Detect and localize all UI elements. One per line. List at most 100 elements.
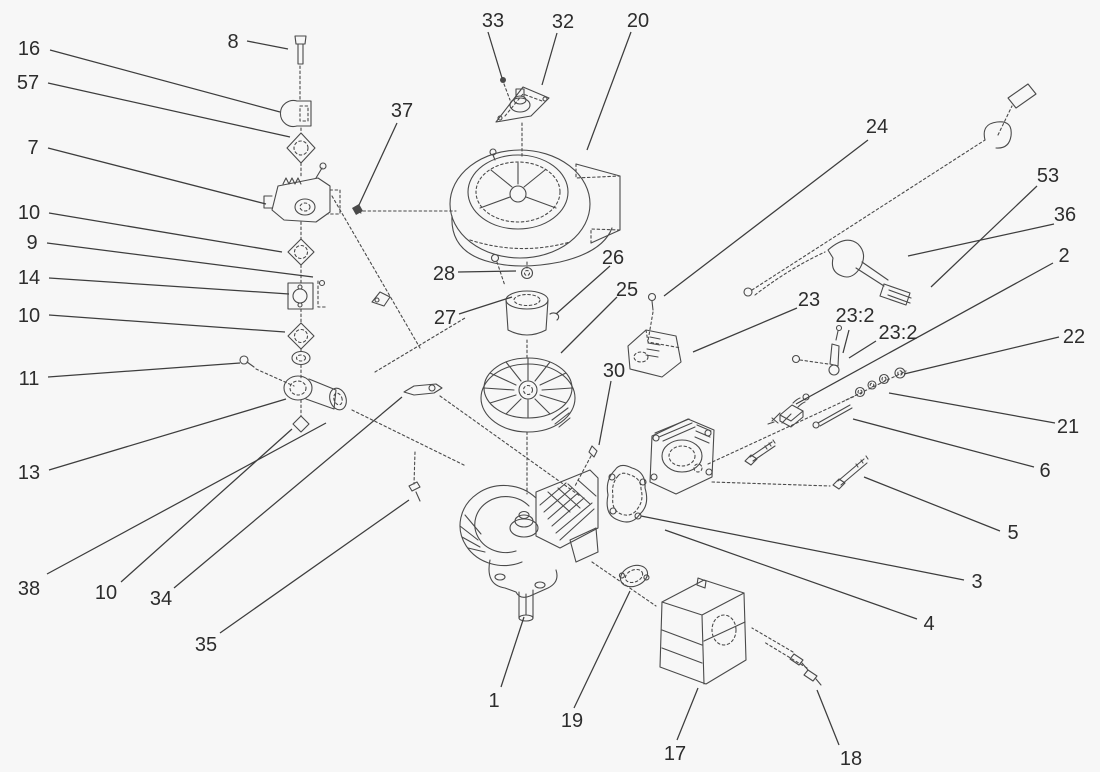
part-callout-6: 6 <box>1039 460 1050 482</box>
part-callout-5: 5 <box>1007 522 1018 544</box>
leader-line-9 <box>46 242 314 278</box>
carburetor-stack <box>239 99 347 433</box>
leader-line-33 <box>487 31 503 79</box>
long-screw-37 <box>352 204 457 215</box>
head-gasket-3 <box>606 464 648 523</box>
leader-line-38 <box>46 422 327 575</box>
part-callout-26: 26 <box>602 247 624 269</box>
part-callout-23: 23 <box>798 289 820 311</box>
leader-line-36 <box>907 223 1055 257</box>
part-callout-20: 20 <box>627 10 649 32</box>
part-callout-10: 10 <box>18 305 40 327</box>
leader-line-35 <box>219 499 410 634</box>
leader-line-37 <box>358 122 398 206</box>
leader-line-10 <box>120 428 293 583</box>
part-callout-11: 11 <box>19 368 40 390</box>
leader-line-14 <box>48 277 290 295</box>
diamond-gasket-10a <box>287 238 315 284</box>
muffler-24 <box>627 292 682 378</box>
leader-line-30 <box>598 380 612 446</box>
part-callout-17: 17 <box>664 743 686 765</box>
head-bolts <box>707 395 869 490</box>
mounting-bolt-8 <box>294 35 307 101</box>
leader-line-18 <box>816 689 840 746</box>
governor-arm-15 <box>403 383 581 497</box>
part-callout-35: 35 <box>195 634 217 656</box>
leader-line-28 <box>457 270 517 273</box>
leader-line-23:2 <box>842 329 850 354</box>
leader-line-27 <box>458 296 513 315</box>
part-callout-7: 7 <box>27 137 38 159</box>
leader-line-5 <box>863 476 1001 532</box>
spark-plug-2 <box>767 393 810 428</box>
leader-line-1 <box>500 616 525 688</box>
leader-line-25 <box>560 296 618 354</box>
blower-housing-20 <box>449 148 621 269</box>
diamond-gasket-57 <box>286 132 316 178</box>
leader-line-57 <box>47 82 291 138</box>
part-callout-18: 18 <box>840 748 862 770</box>
part-callout-28: 28 <box>433 263 455 285</box>
breather-gasket-19 <box>618 564 650 588</box>
leader-line-22 <box>903 336 1060 375</box>
part-callout-34: 34 <box>150 588 172 610</box>
intake-elbow-13 <box>283 375 347 417</box>
part-callout-25: 25 <box>616 279 638 301</box>
part-callout-38: 38 <box>18 578 40 600</box>
part-callout-10: 10 <box>18 202 40 224</box>
starter-cup-27 <box>505 290 560 336</box>
part-callout-14: 14 <box>18 267 40 289</box>
governor-linkage <box>331 195 581 502</box>
part-callout-9: 9 <box>26 232 37 254</box>
part-callout-22: 22 <box>1063 326 1085 348</box>
flywheel-nut-28 <box>490 253 534 287</box>
part-callout-57: 57 <box>17 72 39 94</box>
leader-line-13 <box>48 398 287 471</box>
starter-pulley-plate-32 <box>495 86 550 159</box>
part-callout-23:2: 23:2 <box>879 322 918 344</box>
leader-line-7 <box>47 147 267 205</box>
leader-line-3 <box>640 515 965 581</box>
part-callout-19: 19 <box>561 710 583 732</box>
engine-crankcase-1 <box>351 409 657 622</box>
kill-wire-53 <box>743 83 1037 297</box>
leader-line-26 <box>555 265 611 315</box>
leader-line-32 <box>541 32 558 86</box>
leader-line-8 <box>246 40 289 50</box>
part-callout-1: 1 <box>488 690 499 712</box>
part-callout-30: 30 <box>603 360 625 382</box>
leader-line-11 <box>47 362 241 378</box>
leader-line-24 <box>663 139 869 297</box>
part-callout-37: 37 <box>391 100 413 122</box>
part-callout-36: 36 <box>1054 204 1076 226</box>
air-cleaner-cover-17 <box>659 577 747 685</box>
leader-line-23:2 <box>848 340 877 359</box>
governor-spring-link-12 <box>371 291 391 307</box>
part-callout-10: 10 <box>95 582 117 604</box>
leader-line-34 <box>173 396 403 589</box>
leader-line-2 <box>795 262 1054 405</box>
part-callout-33: 33 <box>482 10 504 32</box>
leader-line-20 <box>586 31 632 151</box>
intake-clamp-16 <box>279 99 312 134</box>
cover-screws-18 <box>751 627 822 686</box>
leader-line-19 <box>573 590 631 709</box>
leader-line-21 <box>888 392 1056 424</box>
part-callout-24: 24 <box>866 116 888 138</box>
part-callout-27: 27 <box>434 307 456 329</box>
leader-line-53 <box>930 185 1038 288</box>
diamond-gasket-10b <box>287 322 315 353</box>
part-callout-21: 21 <box>1057 416 1079 438</box>
part-callout-53: 53 <box>1037 165 1059 187</box>
wire-clip-23-2 <box>791 324 843 376</box>
nut-washer-set-21-22 <box>845 367 907 401</box>
cylinder-head-4 <box>649 418 715 495</box>
leader-line-23 <box>692 307 798 353</box>
part-callout-2: 2 <box>1058 245 1069 267</box>
bolt-35 <box>408 451 421 502</box>
part-callout-23:2: 23:2 <box>836 305 875 327</box>
part-callout-3: 3 <box>971 571 982 593</box>
screw-33 <box>500 77 511 101</box>
